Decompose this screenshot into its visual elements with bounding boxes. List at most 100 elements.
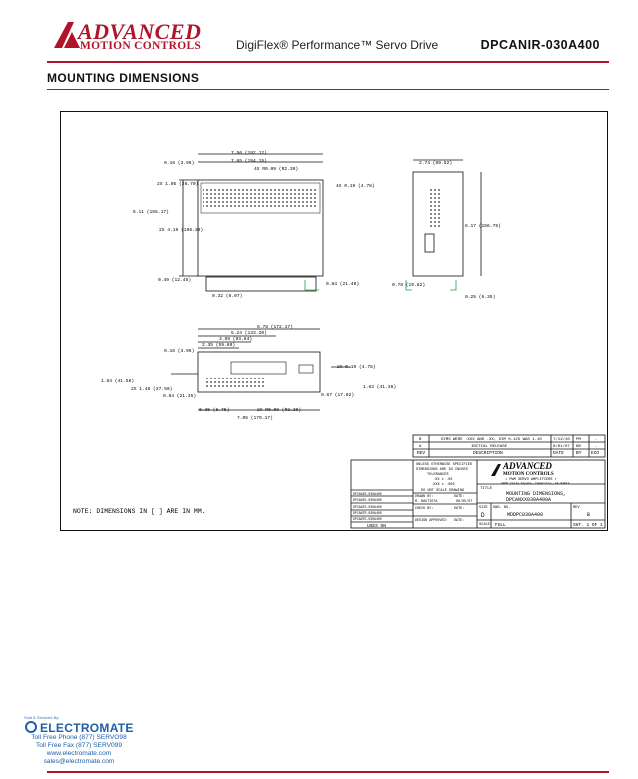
tb-value: B (587, 512, 590, 518)
dim-side: 6.17 (156.75) (465, 223, 501, 229)
dim-top: 2X 1.05 (26.70) (157, 181, 198, 187)
footer-web[interactable]: www.electromate.com (46, 750, 112, 757)
side-view-body (412, 171, 464, 277)
rev-cell: PM (576, 438, 581, 442)
electromate-logo-icon (25, 721, 37, 733)
sheet-number: SHT. 1 OF 1 (573, 522, 603, 528)
dim-top: 2X 4.19 (106.39) (159, 227, 203, 233)
drawing-note: NOTE: DIMENSIONS IN [ ] ARE IN MM. (73, 508, 206, 515)
dim-front: 0.67 (17.02) (321, 392, 354, 398)
company-sub: • PWM SERVO AMPLIFIERS • (505, 478, 557, 482)
tolerance-text: TOLERANCES (427, 473, 449, 477)
uses-on-item: DPCANIS-030A400 (353, 505, 382, 509)
dim-front: 3.69 (93.84) (219, 336, 252, 342)
uses-on-item: DPCANIE-030A400 (353, 498, 382, 502)
tb-label: DWG. NO. (493, 506, 510, 510)
header-rule (47, 61, 609, 63)
company-logo-icon (491, 464, 501, 476)
drawing-canvas: 7.56 (192.12) 7.65 (194.15) 4X R0.09 (R2… (73, 150, 606, 529)
dim-top: 7.56 (192.12) (231, 150, 267, 156)
rev-cell: DIMS WERE .XXX AND .XX, DIM 0.125 WAS 1.… (441, 438, 542, 442)
tb-label: DESIGN APPROVED: (415, 519, 448, 523)
tb-label: CHECK BY: (415, 507, 433, 511)
rev-cell: KB (576, 445, 581, 449)
company-name: ADVANCED (502, 461, 552, 471)
dim-top: 4X R0.09 (R2.39) (254, 166, 298, 172)
tb-value: D (481, 512, 485, 519)
tb-label: SCALE: (479, 523, 492, 527)
uses-on-item: DPCANTE-030A400 (353, 517, 382, 521)
product-title: DigiFlex® Performance™ Servo Drive (236, 38, 439, 52)
dim-top: 0.49 (12.45) (158, 277, 191, 283)
tb-label: DATE: (454, 519, 464, 523)
connector-blocks (206, 361, 314, 388)
tb-label: DATE: (454, 507, 464, 511)
footer-phone: Toll Free Phone (877) SERVO98 (31, 734, 127, 741)
dwg-number: MDDPC030A400 (507, 512, 543, 518)
rev-cell: 7/12/10 (553, 437, 570, 442)
mounting-slots (304, 280, 457, 291)
tb-label: DRAWN BY: (415, 495, 433, 499)
footer-contact: Toll Free Phone (877) SERVO98 Toll Free … (24, 734, 134, 766)
dim-top: 7.65 (194.15) (231, 158, 267, 164)
rev-header: REV (417, 450, 425, 456)
dim-side: 0.25 (6.35) (465, 294, 495, 300)
rev-header: ECO (591, 450, 599, 456)
mechanical-drawing: 7.56 (192.12) 7.65 (194.15) 4X R0.09 (R2… (60, 111, 608, 531)
tb-label: REV (573, 506, 580, 510)
dim-top: 6.11 (155.17) (133, 209, 169, 215)
section-rule (47, 89, 609, 90)
sold-by-label: Sold & Serviced By: (24, 715, 60, 720)
electromate-name: ELECTROMATE (40, 721, 134, 735)
footer-rule (47, 771, 609, 773)
dim-front: 0.84 (21.35) (163, 393, 196, 399)
footer-email[interactable]: sales@electromate.com (43, 758, 115, 765)
rev-cell: B (419, 438, 422, 442)
tolerance-text: DO NOT SCALE DRAWING (421, 489, 464, 493)
dim-front: 0.16 (3.96) (164, 348, 194, 354)
dim-front: 2X 1.48 (37.50) (131, 386, 172, 392)
rev-header: DATE (553, 450, 564, 456)
part-number: DPCANIR-030A400 (480, 38, 600, 52)
company-addr: 3805 Calle Tecate, Camarillo, CA 93012 (501, 481, 570, 485)
dim-front: 5.24 (133.20) (231, 330, 267, 336)
tb-label: DATE: (454, 495, 464, 499)
rev-header: DESCRIPTION (473, 450, 503, 456)
rev-header: BY (576, 450, 582, 456)
rev-cell: - (595, 445, 597, 449)
brand-logo-icon (54, 22, 80, 48)
dim-front: 6.78 (172.17) (257, 324, 293, 330)
company-name: MOTION CONTROLS (503, 472, 554, 477)
tb-label: TITLE (480, 487, 493, 491)
vent-pattern (203, 187, 440, 227)
tolerance-text: .XX ± .03 (433, 478, 452, 482)
brand-name-bottom: MOTION CONTROLS (80, 40, 202, 52)
dim-front: 0.35 (8.75) (199, 407, 229, 413)
dim-side: 0.78 (19.82) (392, 282, 425, 288)
uses-on-item: DPCANIR-030A400 (353, 492, 382, 496)
dim-front: 7.05 (179.17) (237, 415, 273, 421)
uses-on-label: USES ON (367, 523, 386, 529)
dim-front: 2X 0.19 (4.78) (337, 364, 376, 370)
rev-cell: - (595, 438, 597, 442)
uses-on-item: DPCANTR-030A400 (353, 511, 382, 515)
tb-label: SIZE (479, 506, 488, 510)
dim-front: 1.63 (41.36) (363, 384, 396, 390)
tolerance-text: UNLESS OTHERWISE SPECIFIED (416, 463, 472, 467)
rev-cell: INITIAL RELEASE (471, 445, 508, 449)
drawing-title: DPCANXX030A400A (506, 497, 551, 503)
dim-top: 0.84 (21.40) (326, 281, 359, 287)
brand-name-top: ADVANCED (78, 19, 202, 44)
dim-top: 0.32 (8.07) (212, 293, 242, 299)
front-view-body (197, 351, 321, 393)
tolerance-text: .XXX ± .005 (431, 483, 455, 487)
tb-value: FULL (495, 522, 506, 528)
drawing-title: MOUNTING DIMENSIONS, (506, 491, 566, 497)
dim-top: 0.16 (3.96) (164, 160, 194, 166)
dim-top: 4X 0.19 (4.78) (336, 183, 375, 189)
footer-fax: Toll Free Fax (877) SERV099 (35, 742, 122, 749)
dim-front: 1.64 (41.58) (101, 378, 134, 384)
tolerance-text: DIMENSIONS ARE IN INCHES (416, 468, 468, 472)
top-view-body (197, 179, 324, 277)
dim-front: 2.35 (59.80) (202, 342, 235, 348)
